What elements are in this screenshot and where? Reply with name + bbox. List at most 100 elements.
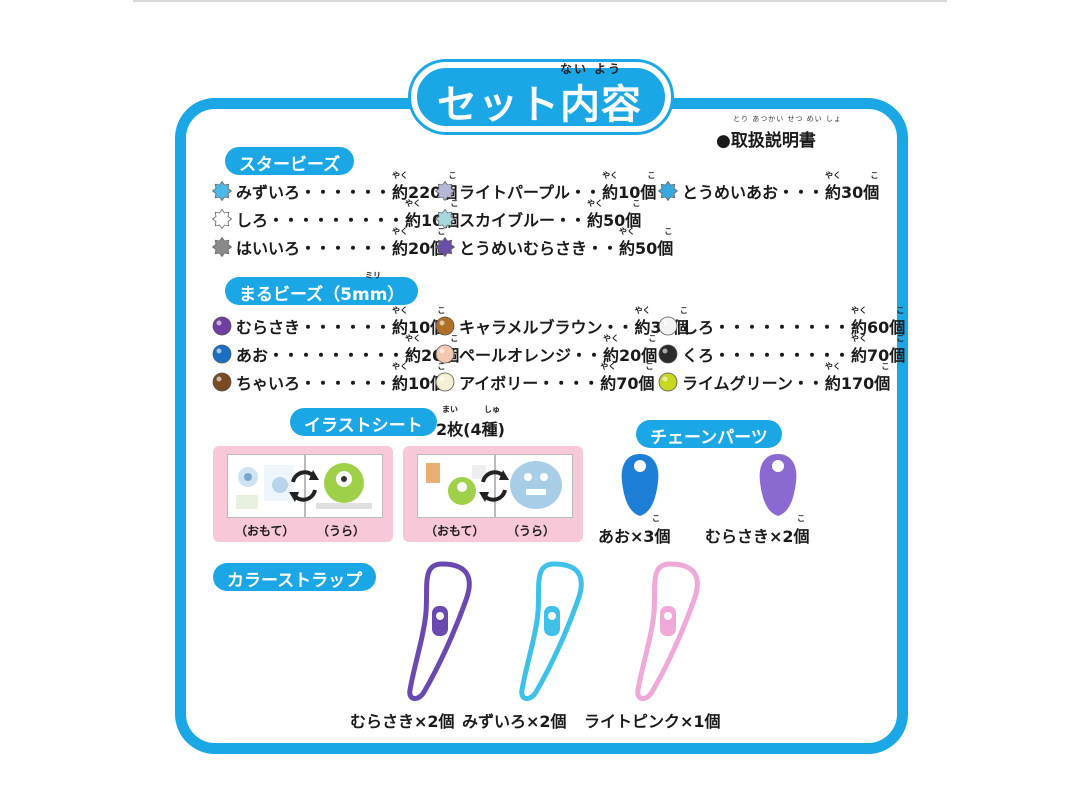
item-label: ライトパープル (459, 183, 571, 202)
chain-ruby-ko-1: こ (652, 514, 660, 523)
leader-dots: ・・・・・・ (300, 239, 391, 258)
ruby-yaku: やく (392, 306, 409, 315)
swap-arrows-icon (289, 470, 319, 502)
ruby-yaku: やく (851, 334, 868, 343)
star-bead-icon (212, 181, 232, 201)
item-quantity: やく約70個こ (851, 334, 906, 365)
manual-item: ●取扱説明書 (716, 131, 816, 151)
leader-dots: ・・ (792, 374, 824, 393)
round-bead-icon (212, 372, 232, 392)
list-item: とうめいむらさき・・やく約50個こ (435, 227, 674, 260)
leader-dots: ・・・・・・・・・ (268, 346, 404, 365)
swap-arrows-icon (479, 470, 509, 502)
list-item: しろ・・・・・・・・・やく約10個こ (212, 199, 459, 232)
round-bead-icon (212, 344, 232, 364)
ruby-yaku: やく (392, 171, 409, 180)
list-item: スカイブルー・・やく約50個こ (435, 199, 642, 232)
round-bead-icon (658, 344, 678, 364)
leader-dots: ・・ (602, 318, 634, 337)
title-badge (411, 62, 671, 132)
strap-loop (519, 561, 584, 701)
item-quantity: やく約50個こ (619, 227, 674, 258)
strap-label: みずいろ×2個 (462, 712, 567, 731)
pattern-image (426, 463, 486, 505)
ruby-ko: こ (450, 199, 459, 208)
ruby-yaku: やく (825, 171, 842, 180)
item-quantity: やく約30個こ (825, 171, 880, 202)
list-item: くろ・・・・・・・・・やく約70個こ (658, 334, 906, 367)
item-label: みずいろ (236, 183, 301, 202)
chain-part-purple-image (759, 454, 797, 516)
ruby-yaku: やく (392, 227, 409, 236)
ruby-yaku: やく (600, 362, 617, 371)
chain-part-shape (759, 454, 797, 516)
leader-dots: ・・・・ (538, 374, 599, 393)
ruby-yaku: やく (587, 199, 604, 208)
round-bead-icon (658, 316, 678, 336)
strap-clasp (432, 606, 448, 636)
list-item: しろ・・・・・・・・・やく約60個こ (658, 306, 906, 339)
round-bead-icon (435, 316, 455, 336)
pattern-image (510, 461, 562, 509)
strap-label: ライトピンク×1個 (584, 712, 721, 731)
ruby-ko: こ (881, 362, 890, 371)
manual-ruby: とり あつかい せつ めい しょ (733, 115, 842, 123)
star-bead-icon (435, 237, 455, 257)
round-bead-icon (212, 316, 232, 336)
ruby-yaku: やく (602, 171, 619, 180)
star-bead-icon (658, 181, 678, 201)
mm-ruby: ミリ (365, 271, 381, 280)
star-bead-icon (212, 209, 232, 229)
item-label: アイボリー (459, 374, 539, 393)
leader-dots: ・・・ (778, 183, 824, 202)
item-label: はいいろ (236, 239, 301, 258)
back-caption: （うら） (317, 524, 366, 538)
strap-loop (635, 561, 700, 701)
item-quantity: やく約10個こ (392, 306, 447, 337)
chain-part-blue-label: あお×3個 (598, 527, 671, 546)
sheet-page-front (417, 454, 495, 518)
list-item: ライトパープル・・やく約10個こ (435, 171, 656, 204)
list-item: ペールオレンジ・・やく約20個こ (435, 334, 658, 367)
ruby-yaku: やく (603, 334, 620, 343)
ruby-yaku: やく (392, 362, 409, 371)
leader-dots: ・・・・・・ (300, 318, 391, 337)
list-item: とうめいあお・・・やく約30個こ (658, 171, 880, 204)
ruby-ko: こ (437, 362, 446, 371)
pattern-image (316, 463, 372, 509)
ruby-ko: こ (896, 334, 905, 343)
strap-image (519, 561, 584, 701)
ruby-ko: こ (437, 306, 446, 315)
chain-part-purple-label: むらさき×2個 (705, 527, 810, 546)
item-label: あお (236, 346, 269, 365)
chain-part-shape (621, 454, 659, 516)
item-label: スカイブルー (459, 211, 556, 230)
item-quantity: やく約60個こ (851, 306, 906, 337)
list-item: ちゃいろ・・・・・・やく約10個こ (212, 362, 447, 395)
item-label: くろ (682, 346, 715, 365)
chain-part-blue-image (621, 454, 659, 516)
item-label: キャラメルブラウン (459, 318, 603, 337)
leader-dots: ・・ (555, 211, 586, 230)
pattern-image (236, 465, 294, 509)
item-quantity: やく約50個こ (587, 199, 642, 230)
back-caption: （うら） (507, 524, 556, 538)
item-label: ちゃいろ (236, 374, 301, 393)
illust-count: 2枚(4種) (436, 420, 505, 439)
leader-dots: ・・ (570, 183, 601, 202)
ruby-ko: こ (632, 199, 641, 208)
item-quantity: やく約20個こ (603, 334, 658, 365)
item-label: ペールオレンジ (459, 346, 572, 365)
star-bead-icon (212, 237, 232, 257)
ruby-ko: こ (679, 306, 688, 315)
page-title: セット内容 (437, 82, 642, 128)
item-label: むらさき (236, 318, 301, 337)
ruby-ko: こ (450, 334, 459, 343)
list-item: はいいろ・・・・・・やく約20個こ (212, 227, 446, 260)
list-item: あお・・・・・・・・・やく約20個こ (212, 334, 459, 367)
section-color-strap: カラーストラップ (213, 563, 377, 591)
ruby-yaku: やく (824, 362, 841, 371)
item-quantity: やく約10個こ (392, 362, 447, 393)
list-item: むらさき・・・・・・やく約10個こ (212, 306, 447, 339)
illust-ruby-shu: しゅ (484, 405, 500, 414)
